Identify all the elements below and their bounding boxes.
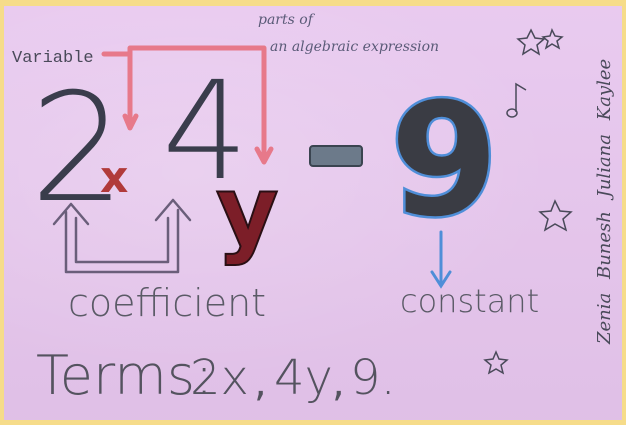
term-2: 4y	[274, 350, 333, 406]
star-doodle-2	[541, 28, 564, 50]
star-doodle-1	[516, 28, 546, 56]
variable-label: Variable	[12, 49, 94, 68]
coefficient-2: 2	[30, 62, 125, 236]
term-3: 9.	[350, 350, 396, 406]
star-doodles	[483, 28, 573, 375]
coefficient-arrows	[52, 198, 192, 274]
title-line1: parts of	[258, 12, 316, 28]
minus-bar	[309, 145, 363, 167]
variable-x: x	[100, 152, 128, 203]
constant-arrow	[430, 230, 452, 289]
note-doodle	[506, 82, 527, 118]
coefficient-label: coefficient	[68, 281, 266, 325]
names-vertical: Zenia Bunesh Juliana Kaylee	[594, 59, 615, 345]
name-3: Juliana	[594, 134, 615, 201]
variable-y: y	[216, 155, 279, 267]
poster: parts of an algebraic expression Variabl…	[4, 6, 622, 420]
term-1: 2x	[190, 350, 249, 406]
star-doodle-4	[483, 350, 509, 375]
title-line2: an algebraic expression	[270, 39, 439, 55]
terms-label: Terms:	[36, 344, 213, 407]
constant-label: constant	[400, 282, 539, 320]
constant-9: 9	[390, 69, 499, 251]
drawing: parts of an algebraic expression Variabl…	[12, 12, 615, 407]
term-separator-1: ,	[254, 360, 267, 406]
name-4: Kaylee	[594, 59, 615, 121]
name-1: Zenia	[594, 293, 615, 345]
star-doodle-3	[538, 199, 573, 232]
coefficient-4: 4	[162, 53, 249, 211]
variable-arrows	[101, 45, 274, 165]
name-2: Bunesh	[594, 211, 615, 280]
term-separator-2: ,	[332, 360, 345, 406]
